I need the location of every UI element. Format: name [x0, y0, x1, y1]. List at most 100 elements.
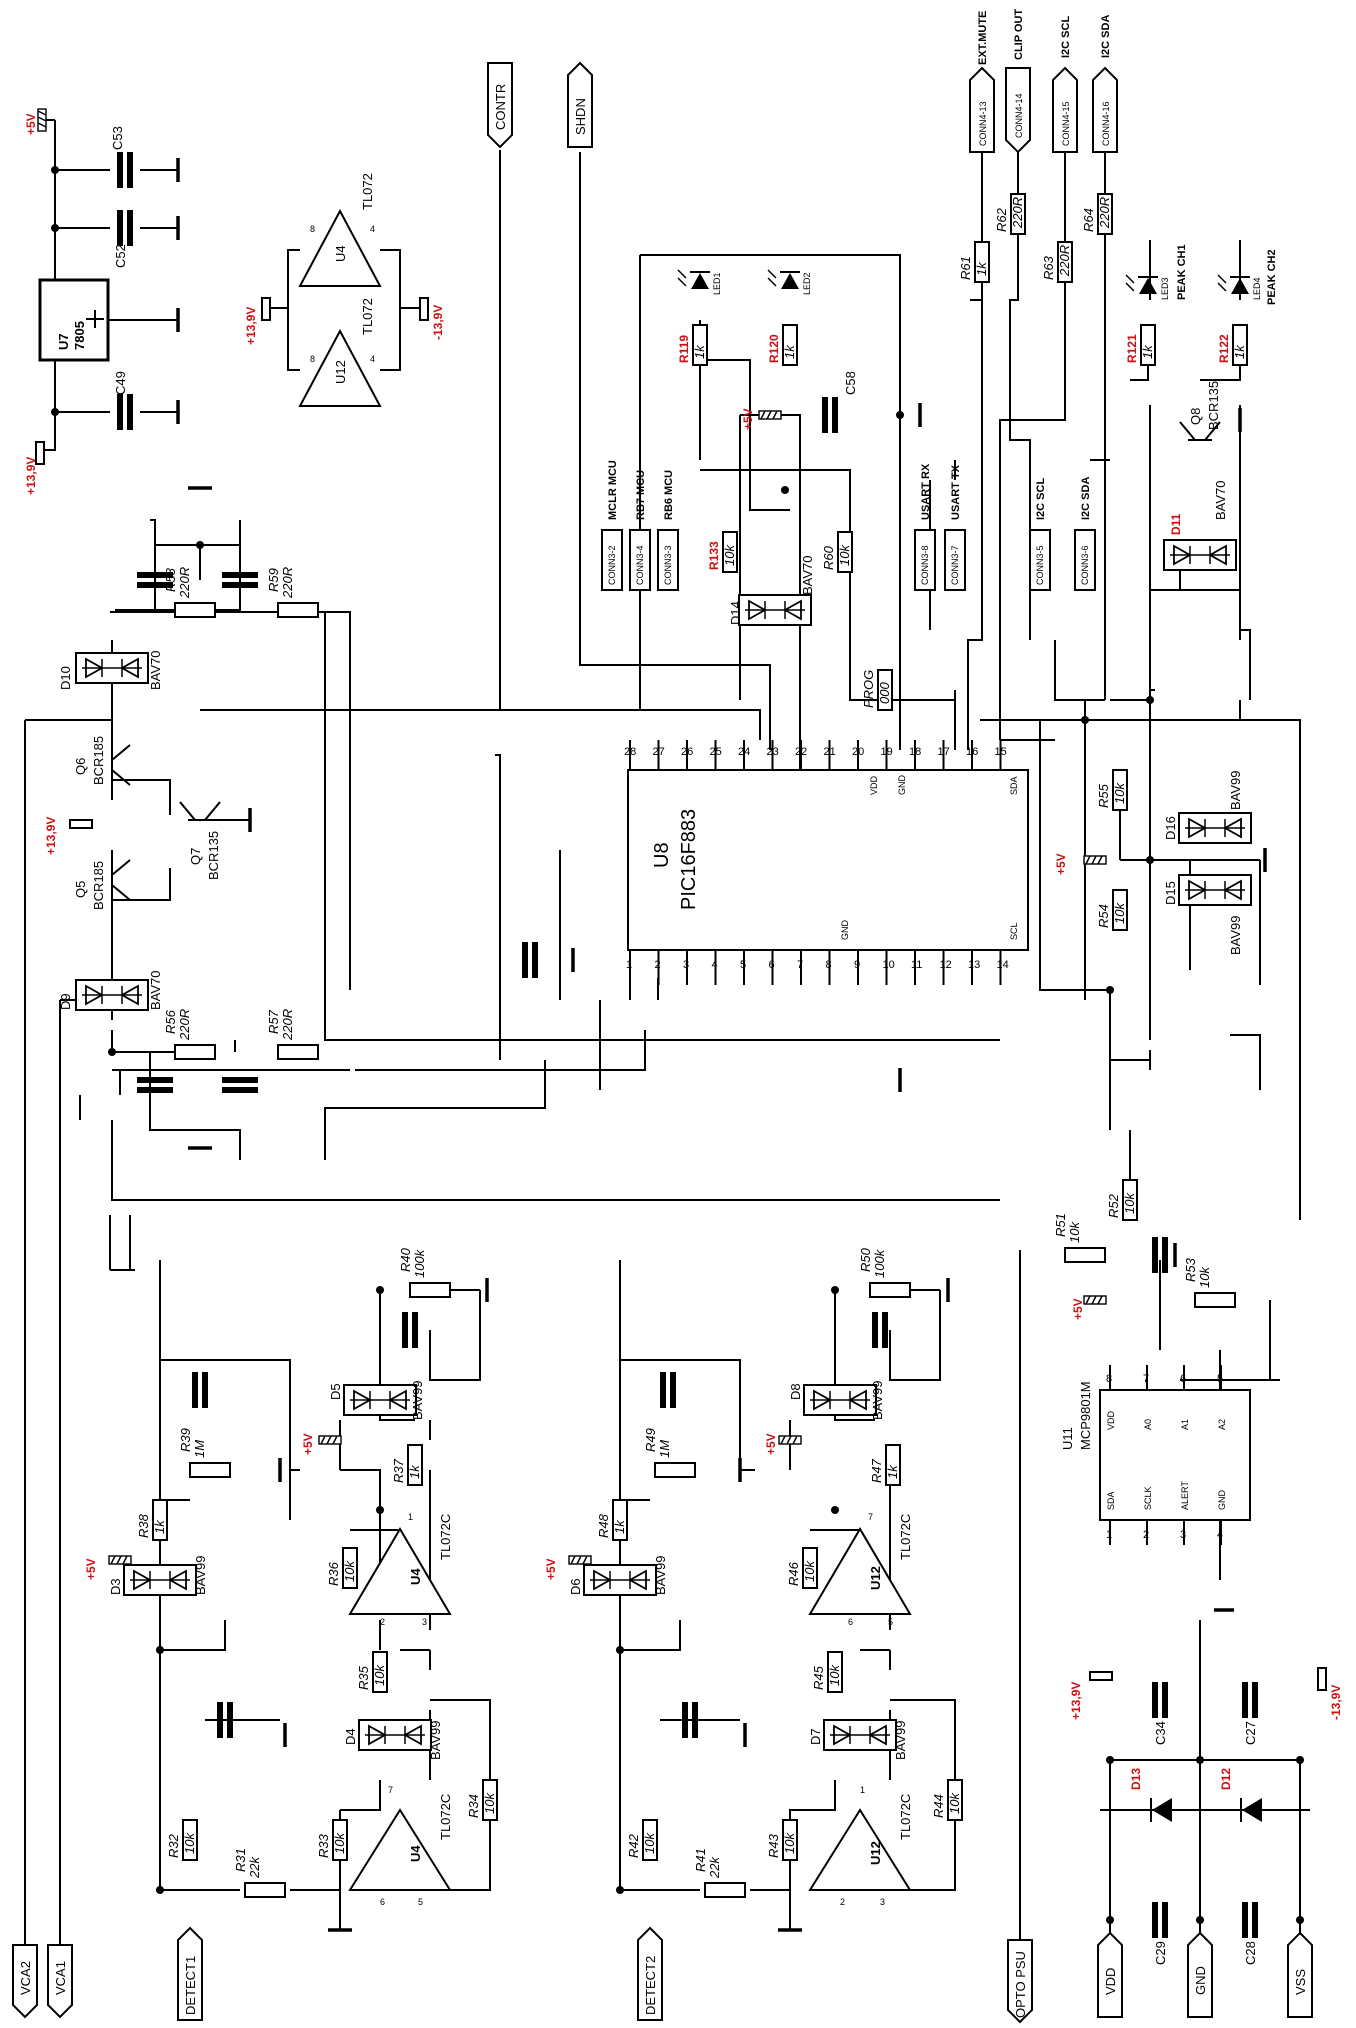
- diode-d4: [358, 1719, 432, 1751]
- diode-d14: [738, 594, 812, 626]
- resistor-value-r31: 22k: [247, 1856, 262, 1879]
- resistor-value-r44: 10k: [947, 1792, 962, 1814]
- resistor-value-r120: 1k: [782, 344, 797, 359]
- transistor-q7: [179, 801, 221, 821]
- svg-text:CONN4-13: CONN4-13: [978, 101, 988, 146]
- u12-ref-top: U12: [333, 360, 348, 384]
- u4-ref-a: U4: [408, 1568, 423, 1585]
- u8-pin-17: 17: [938, 746, 950, 758]
- opamp-pin3-b: 3: [880, 1897, 885, 1907]
- diode-d12: [1190, 1798, 1310, 1822]
- diode-d16: [1178, 812, 1252, 844]
- label-i2c-scl-b: I2C SCL: [1035, 478, 1047, 520]
- resistor-ref-r50: R50: [858, 1247, 873, 1272]
- capacitor-c28: [1245, 1902, 1255, 1938]
- resistor-value-r34: 10k: [482, 1792, 497, 1814]
- opamp-pin2-b: 2: [840, 1897, 845, 1907]
- diode-d5: [343, 1384, 417, 1416]
- u8-pin-28: 28: [624, 746, 636, 758]
- label-p5v-c58: +5V: [741, 408, 755, 430]
- diode-part-d9: BAV70: [148, 970, 163, 1010]
- capacitor-c29: [1155, 1902, 1165, 1938]
- resistor-ref-r41: R41: [693, 1848, 708, 1872]
- u8-pin-3: 3: [683, 959, 689, 971]
- resistor-ref-r56: R56: [163, 1009, 178, 1034]
- diode-ref-d16: D16: [1163, 816, 1178, 840]
- resistor-ref-r57: R57: [266, 1009, 281, 1034]
- u11-pin-8: 8: [1106, 1373, 1112, 1385]
- svg-text:CONN4-14: CONN4-14: [1014, 93, 1024, 138]
- diode-ref-d11: D11: [1169, 513, 1183, 535]
- u11-inner-vdd: VDD: [1106, 1410, 1116, 1430]
- diode-part-d5: BAV99: [410, 1380, 425, 1420]
- label-p139-q: +13,9V: [44, 817, 58, 855]
- diode-d11: [1163, 539, 1237, 571]
- u11-pin-6: 6: [1180, 1373, 1186, 1385]
- tl072-top2: TL072: [360, 298, 375, 335]
- u12-ref-b: U12: [868, 1841, 883, 1865]
- resistor-ref-r38: R38: [136, 1513, 151, 1538]
- resistor-r39: [189, 1462, 231, 1478]
- resistor-ref-r46: R46: [786, 1561, 801, 1586]
- tl072-top1: TL072: [360, 173, 375, 210]
- capacitor-unlabeled: [525, 942, 535, 978]
- resistor-value-r121: 1k: [1140, 344, 1155, 359]
- resistor-value-r58: 220R: [177, 567, 192, 599]
- u11-inner-a1: A1: [1180, 1419, 1190, 1430]
- label-bcr185-q6: BCR185: [91, 736, 106, 785]
- port-conn4-13: CONN4-13: [969, 66, 995, 153]
- diode-d10: [75, 652, 149, 684]
- resistor-ref-r49: R49: [643, 1428, 658, 1452]
- label-p5v-r55: +5V: [1054, 853, 1068, 875]
- led-ref-led1: LED1: [712, 272, 722, 295]
- led-ref-led4: LED4: [1252, 277, 1262, 300]
- diode-ref-d13: D13: [1129, 1768, 1143, 1790]
- resistor-value-r53: 10k: [1197, 1266, 1212, 1288]
- u8-ref: U8: [651, 842, 673, 868]
- u7-part: 7805: [72, 321, 87, 350]
- u8-gnd-bot: GND: [840, 920, 850, 941]
- svg-text:CONN3-8: CONN3-8: [920, 545, 930, 585]
- u8-pin-10: 10: [883, 959, 895, 971]
- u11-inner-a0: A0: [1143, 1419, 1153, 1430]
- conn3-5-box: CONN3-5: [1029, 529, 1051, 591]
- resistor-value-r46: 10k: [802, 1560, 817, 1582]
- label-peak-ch2: PEAK CH2: [1266, 249, 1278, 305]
- u11-pin-7: 7: [1143, 1373, 1149, 1385]
- diode-part-d8: BAV99: [870, 1380, 885, 1420]
- resistor-value-r41: 22k: [707, 1856, 722, 1879]
- label-q5: Q5: [73, 881, 88, 898]
- resistor-ref-r40: R40: [398, 1247, 413, 1272]
- diode-d3: [123, 1564, 197, 1596]
- resistor-ref-r122: R122: [1217, 334, 1231, 363]
- port-opto-psu: OPTO PSU: [1007, 1939, 1033, 2024]
- capacitor-ref-c28: C28: [1243, 1941, 1258, 1965]
- svg-text:CONN3-6: CONN3-6: [1080, 545, 1090, 585]
- u8-pin-26: 26: [681, 746, 693, 758]
- u8-pin-25: 25: [710, 746, 722, 758]
- resistor-r51: [1064, 1247, 1106, 1263]
- diode-ref-d10: D10: [58, 666, 73, 690]
- label-p5v-u11: +5V: [1071, 1298, 1085, 1320]
- resistor-value-r64: 220R: [1097, 197, 1112, 229]
- grounds: [176, 156, 1267, 1932]
- svg-text:CONN4-16: CONN4-16: [1101, 101, 1111, 146]
- diode-ref-d6: D6: [568, 1578, 583, 1595]
- opamp-pin5-a: 5: [418, 1897, 423, 1907]
- label-p5v-d8: +5V: [764, 1433, 778, 1455]
- power-symbols: +5V +13,9V +13,9V -13,9V +13,9V +5V +5V …: [24, 108, 1343, 1720]
- u11-inner-sda: SDA: [1106, 1491, 1116, 1510]
- transistor-q6: [111, 744, 131, 786]
- diode-part-d6: BAV99: [653, 1555, 668, 1595]
- tl072c-b: TL072C: [438, 1794, 453, 1840]
- capacitor-unlabeled: [663, 1372, 673, 1408]
- u8-pin-18: 18: [909, 746, 921, 758]
- label-rb6-mcu: RB6 MCU: [663, 470, 675, 520]
- resistor-value-r51: 10k: [1067, 1221, 1082, 1243]
- svg-text:OPTO PSU: OPTO PSU: [1013, 1951, 1028, 2018]
- resistor-ref-r48: R48: [596, 1513, 611, 1538]
- opamp-pin8-a: 8: [310, 224, 315, 234]
- diode-part-d16: BAV99: [1228, 770, 1243, 810]
